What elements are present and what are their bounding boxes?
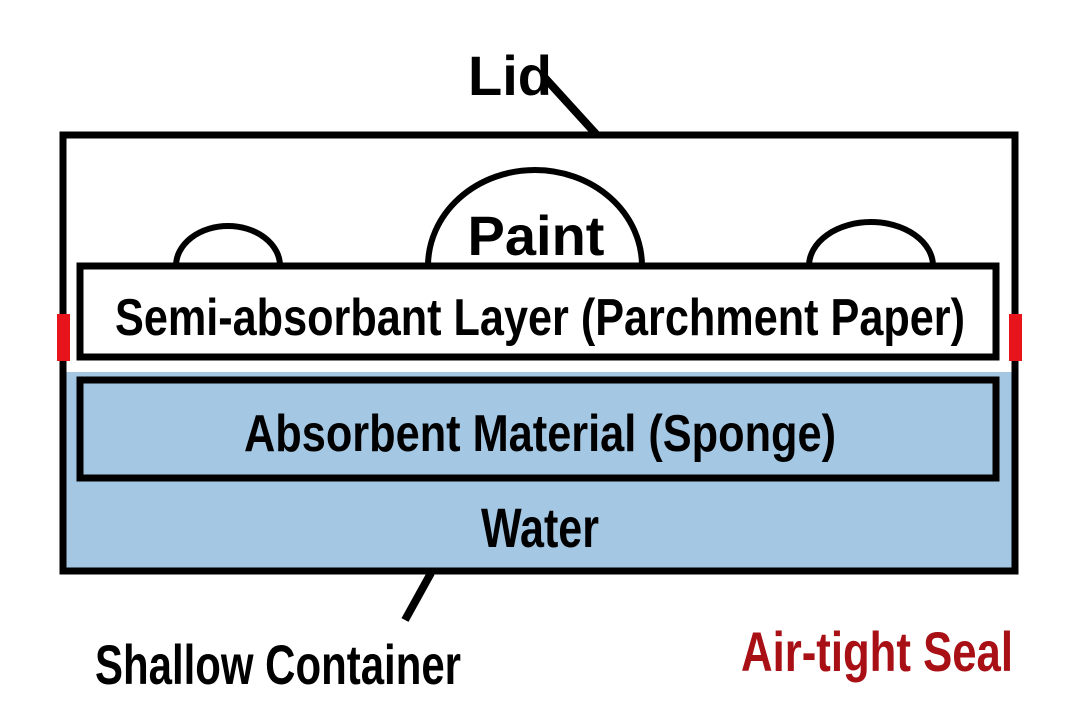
- semi-absorbant-layer: [76, 262, 1000, 361]
- container-leader-line: [401, 571, 435, 622]
- shallow-container-label: Shallow Container: [95, 633, 461, 696]
- air-tight-seal-right: [1009, 314, 1022, 361]
- absorbent-material-label: Absorbent Material (Sponge): [244, 405, 836, 463]
- air-tight-seal-label: Air-tight Seal: [741, 620, 1013, 683]
- semi-absorbant-layer-label: Semi-absorbant Layer (Parchment Paper): [115, 289, 965, 347]
- paint-blob-center: [425, 167, 645, 267]
- air-tight-seal-left: [57, 314, 70, 361]
- paint-blob-left: [173, 223, 283, 267]
- absorbent-material-sponge: [76, 376, 1000, 482]
- paint-blob-right: [806, 219, 936, 267]
- lid-label: Lid: [468, 44, 552, 107]
- water-label: Water: [481, 496, 599, 559]
- paint-label: Paint: [468, 204, 605, 267]
- lid-leader-line: [542, 75, 599, 137]
